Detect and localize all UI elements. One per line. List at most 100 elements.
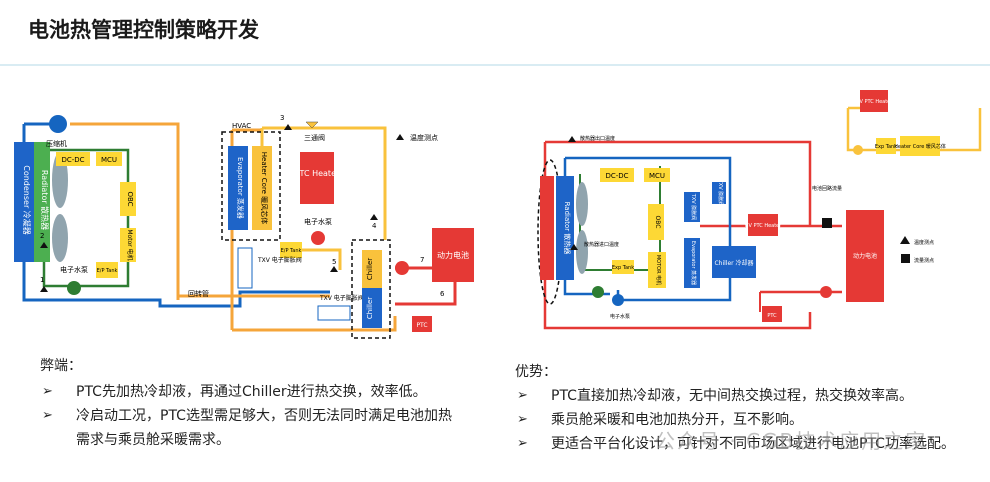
dcdc-r-box <box>600 168 634 182</box>
obc-box <box>120 182 136 216</box>
txv2-r-box <box>712 182 726 204</box>
valve-label: 三通阀 <box>304 133 325 142</box>
temp-sensor-icon <box>570 244 578 250</box>
list-item: ➢ PTC先加热冷却液，再通过Chiller进行热交换，效率低。 <box>40 380 460 404</box>
txv1-label: TXV 电子膨胀阀 <box>257 256 302 264</box>
ep-tank2-label: E/P Tank <box>281 248 302 254</box>
compressor-icon <box>49 115 67 133</box>
dcdc-label: DC-DC <box>61 156 84 164</box>
temp-sensor-icon <box>370 214 378 220</box>
valve-icon <box>305 121 319 129</box>
bullet-arrow-icon: ➢ <box>517 388 528 403</box>
advantages-panel: 优势： ➢ PTC直接加热冷却液，无中间热交换过程，热交换效率高。 ➢ 乘员舱采… <box>515 360 975 456</box>
chiller2-label: Chiller <box>366 297 374 319</box>
label-mid: 散热器进口温度 <box>584 241 619 248</box>
point-3: 3 <box>280 114 284 122</box>
hv-ptc2-label: HV PTC Heater <box>745 223 783 229</box>
evaporator-r-box <box>684 238 700 288</box>
battery-r-box <box>846 210 884 302</box>
point-2: 2 <box>40 232 44 240</box>
ep-tank-r-box <box>876 138 896 154</box>
pump-icon <box>592 286 604 298</box>
battery-label: 动力电池 <box>437 250 469 260</box>
heater-line-yellow <box>262 126 387 240</box>
condenser-box <box>14 142 34 262</box>
legend-temp: 温度测点 <box>914 239 934 246</box>
label-pump: 电子水泵 <box>610 313 630 320</box>
obc-label: OBC <box>126 191 134 206</box>
disadvantages-heading: 弊端： <box>40 358 82 374</box>
chiller-frame <box>351 239 391 339</box>
dcdc-r-label: DC-DC <box>605 172 628 180</box>
small-ptc-label: PTC <box>416 322 427 329</box>
radiator-r-box <box>556 176 574 280</box>
right-diagram: Radiator 散热器 散热器出口温度 散热器进口温度 DC-DC MCU O… <box>537 90 982 330</box>
fan-icon <box>576 182 588 226</box>
disadvantages-panel: 弊端： ➢ PTC先加热冷却液，再通过Chiller进行热交换，效率低。 ➢ 冷… <box>40 354 460 452</box>
obc-r-box <box>648 204 664 240</box>
point-6: 6 <box>440 290 445 298</box>
mcu-box <box>96 152 122 166</box>
advantage-text: 更适合平台化设计，可针对不同市场区域进行电池PTC功率选配。 <box>551 436 955 452</box>
pump-icon <box>853 145 863 155</box>
txv-r-label: TXV 膨胀阀 <box>690 193 697 221</box>
coolant-line-orange <box>70 122 180 300</box>
hv-ptc-box <box>860 90 888 112</box>
temp-sensor-icon <box>568 136 576 142</box>
hv-ptc-label: HV PTC Heater <box>856 99 894 105</box>
point-5: 5 <box>332 258 336 266</box>
pump-icon <box>67 281 81 295</box>
bullet-arrow-icon: ➢ <box>42 408 53 423</box>
mcu-r-box <box>644 168 670 182</box>
hvac-box <box>221 131 281 241</box>
ep-tank2-box <box>280 242 302 258</box>
dcdc-box <box>56 152 90 166</box>
heater-core-box <box>252 146 272 230</box>
small-ptc-r-box <box>762 306 782 322</box>
pump-icon <box>820 286 832 298</box>
heater-core-label: Heater Core 暖风芯体 <box>260 152 269 224</box>
motor-label: Motor 电机 <box>126 229 134 260</box>
watermark: 公众号 · CGB技术应用之家 <box>655 429 928 453</box>
txv1-box <box>237 247 253 289</box>
flow-legend-icon <box>901 254 910 263</box>
point-7: 7 <box>420 256 424 264</box>
chiller-r-box <box>712 246 756 278</box>
legend-flow: 流量测点 <box>914 257 934 264</box>
left-diagram: Condenser 冷凝器 Radiator 散热器 压缩机 DC-DC MCU… <box>14 114 474 339</box>
chiller-box <box>362 250 382 288</box>
motor-r-label: MOTOR 电机 <box>655 255 662 285</box>
battery-box <box>432 228 474 282</box>
ep-tank-label: E/P Tank <box>97 268 118 274</box>
radiator-front-box <box>540 176 554 280</box>
ep-tank2-r-label: Exp Tank <box>612 265 634 271</box>
ep-tank-r-label: Exp Tank <box>875 144 897 150</box>
radiator-label: Radiator 散热器 <box>40 170 50 230</box>
txv2-box <box>317 305 351 321</box>
motor-box <box>120 228 136 262</box>
battery-pump-icon <box>395 261 409 275</box>
heater-core-r-box <box>900 136 940 156</box>
temp-legend-icon <box>900 236 910 244</box>
point-4: 4 <box>372 222 377 230</box>
battery-r-label: 动力电池 <box>853 252 877 260</box>
list-item: ➢ 乘员舱采暖和电池加热分开，互不影响。 <box>515 408 975 432</box>
advantage-text: 乘员舱采暖和电池加热分开，互不影响。 <box>551 412 803 428</box>
bullet-arrow-icon: ➢ <box>517 436 528 451</box>
temp-sensor-legend: 温度测点 <box>410 133 438 142</box>
title-divider <box>0 64 990 66</box>
bullet-arrow-icon: ➢ <box>42 384 53 399</box>
temp-sensor-icon <box>40 242 48 248</box>
advantages-heading: 优势： <box>515 364 557 380</box>
bullet-arrow-icon: ➢ <box>517 412 528 427</box>
label-top: 散热器出口温度 <box>580 135 615 142</box>
pump2-label: 电子水泵 <box>304 217 332 226</box>
temp-sensor-icon <box>284 124 292 130</box>
list-item: ➢ 冷启动工况，PTC选型需足够大，否则无法同时满足电池加热需求与乘员舱采暖需求… <box>40 404 460 452</box>
list-item: ➢ 更适合平台化设计，可针对不同市场区域进行电池PTC功率选配。 <box>515 432 975 456</box>
compressor-label: 压缩机 <box>46 139 67 148</box>
temp-sensor-icon <box>40 286 48 292</box>
temp-sensor-icon <box>330 266 338 272</box>
motor-r-box <box>648 252 666 288</box>
label-flow: 电池回路流量 <box>812 185 842 192</box>
